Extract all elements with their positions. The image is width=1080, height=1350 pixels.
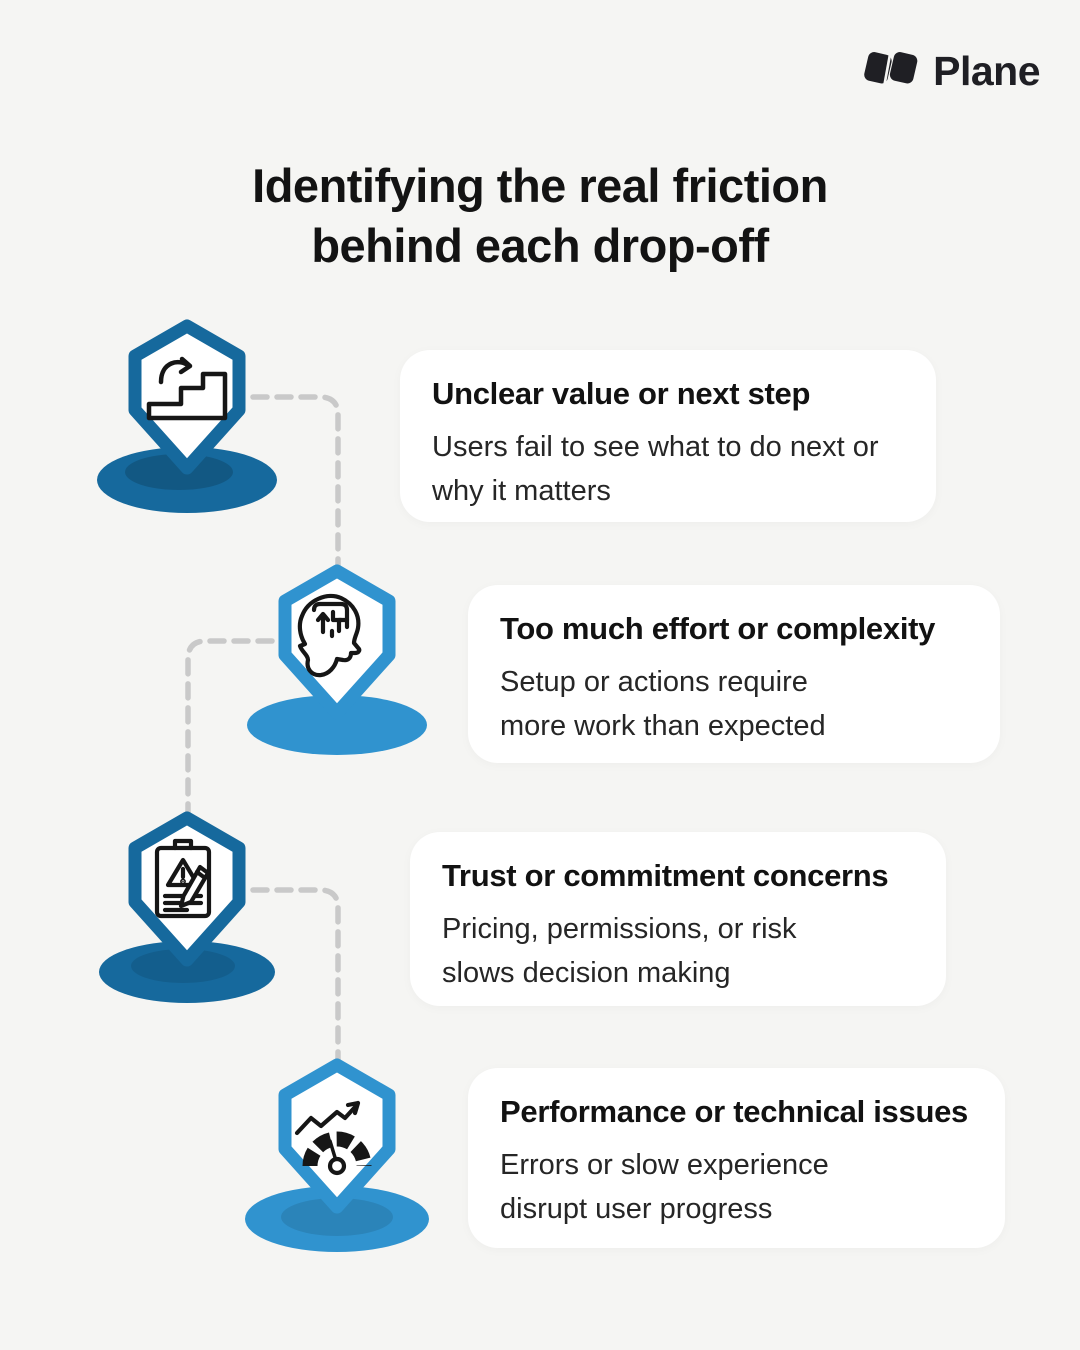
plane-logo-mark-icon — [859, 42, 921, 101]
milestone-performance-issues — [237, 1057, 437, 1269]
stairs-up-arrow-icon — [146, 356, 228, 421]
card-title: Performance or technical issues — [500, 1094, 968, 1129]
head-maze-icon — [297, 593, 362, 678]
card-description: Pricing, permissions, or risk slows deci… — [442, 913, 797, 990]
card-trust-concerns: Trust or commitment concerns Pricing, pe… — [410, 832, 946, 1006]
card-unclear-value: Unclear value or next step Users fail to… — [400, 350, 936, 522]
brand-name: Plane — [933, 48, 1040, 94]
card-title: Too much effort or complexity — [500, 611, 936, 646]
clipboard-warning-icon — [154, 838, 212, 919]
page-title: Identifying the real friction behind eac… — [252, 159, 828, 272]
card-title: Unclear value or next step — [432, 376, 811, 411]
card-title: Trust or commitment concerns — [442, 858, 889, 893]
card-description: Setup or actions require more work than … — [500, 666, 826, 743]
milestone-unclear-value — [87, 318, 287, 530]
card-performance-issues: Performance or technical issues Errors o… — [468, 1068, 1005, 1248]
milestone-trust-concerns — [87, 810, 287, 1022]
card-description: Errors or slow experience disrupt user p… — [500, 1149, 829, 1226]
milestone-effort-complexity — [237, 563, 437, 775]
card-description: Users fail to see what to do next or why… — [432, 431, 879, 508]
brand-lockup: Plane — [859, 42, 1040, 101]
gauge-trend-icon — [294, 1100, 372, 1176]
card-effort-complexity: Too much effort or complexity Setup or a… — [468, 585, 1000, 763]
